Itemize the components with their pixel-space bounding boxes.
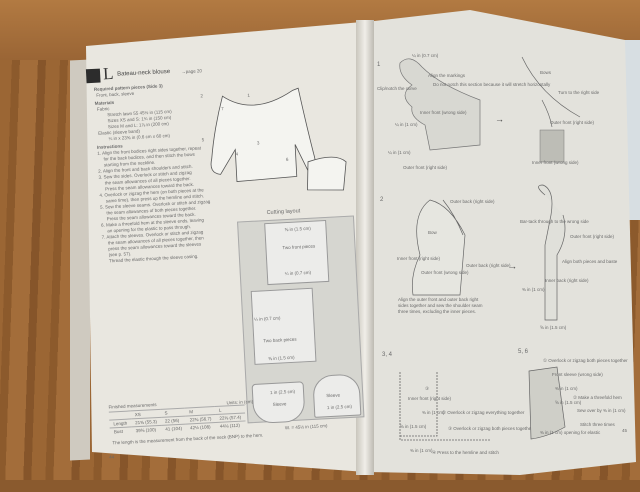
diagram-label: Outer front (right side) bbox=[403, 165, 448, 170]
step1b-diagram bbox=[521, 56, 581, 163]
step34-diagram bbox=[399, 372, 490, 441]
callout-number: 7 bbox=[220, 106, 224, 112]
step-number: 1 bbox=[377, 62, 381, 68]
table-cell: 39⅜ (100) bbox=[131, 425, 162, 435]
layout-label: Sleeve bbox=[272, 401, 287, 407]
diagram-label: ② Make a threefold hem bbox=[573, 395, 622, 400]
fabric-width-label: W. = 45½ in (115 cm) bbox=[284, 423, 328, 431]
right-page-number: 45 bbox=[622, 428, 628, 433]
diagram-label: ⅝ in (1.5 cm) bbox=[400, 424, 427, 429]
arrow-icon: → bbox=[495, 114, 504, 124]
diagram-label: Outer front (right side) bbox=[550, 120, 595, 125]
measurements-footnote: The length is the measurement from the b… bbox=[112, 432, 264, 446]
callout-number: 2 bbox=[200, 93, 204, 99]
diagram-label: Clip/notch the curve bbox=[377, 86, 417, 91]
diagram-label: ⅜ in (1 cm) bbox=[522, 287, 545, 292]
diagram-label: Inner back (right side) bbox=[545, 278, 589, 283]
diagram-label: Do not notch this section because it wil… bbox=[433, 82, 551, 87]
diagram-label: Sew over by ⅜ in (1 cm) bbox=[577, 408, 626, 413]
diagram-label: Turn to the right side bbox=[558, 90, 600, 95]
diagram-label: ③ bbox=[425, 386, 430, 391]
arrow-icon: → bbox=[508, 261, 517, 271]
diagram-label: Stitch three times bbox=[580, 422, 615, 427]
diagram-label: Bar-tack through to the wrong side bbox=[520, 219, 589, 224]
step-number: 3, 4 bbox=[382, 352, 393, 358]
diagram-label: Outer front (wrong side) bbox=[421, 270, 469, 275]
callout-number: 1 bbox=[247, 92, 251, 98]
table-cell: 41 (104) bbox=[161, 424, 187, 433]
diagram-label: Bow bbox=[428, 230, 437, 235]
diagram-label: ¼ in (1 cm) bbox=[395, 122, 418, 127]
table-cell: 42½ (108) bbox=[185, 422, 216, 432]
diagram-label: Outer back (right side) bbox=[450, 199, 495, 204]
diagram-label: ⅝ in (1.5 cm) bbox=[555, 400, 582, 405]
required-pieces: Front, back, sleeve bbox=[96, 90, 135, 98]
diagram-label: ¼ in (1 cm) bbox=[388, 150, 411, 155]
caption-line: sides together and sew the shoulder seam bbox=[398, 303, 483, 308]
table-cell: Bust bbox=[109, 426, 132, 436]
left-page-number: 44 bbox=[109, 454, 115, 460]
caption-line: three times, excluding the inner pieces. bbox=[398, 309, 477, 314]
callout-number: 4 bbox=[235, 151, 239, 157]
table-cell: 44⅛ (112) bbox=[215, 420, 246, 430]
diagram-label: Bows bbox=[540, 70, 552, 75]
step-number: 5, 6 bbox=[518, 349, 529, 355]
step-number: 2 bbox=[380, 197, 384, 203]
blouse-illustration bbox=[210, 87, 347, 191]
diagram-label: ③ Overlock or zigzag both pieces togethe… bbox=[448, 426, 533, 431]
caption-line: Align the outer front and outer back rig… bbox=[398, 297, 479, 302]
diagram-label: ① Overlock or zigzag both pieces togethe… bbox=[543, 358, 628, 363]
back-pattern-piece bbox=[250, 287, 317, 365]
diagram-label: ② Overlock or zigzag everything together bbox=[442, 410, 525, 415]
diagram-label: ⅜ in (1 cm) opening for elastic bbox=[540, 430, 601, 435]
callout-number: 5 bbox=[201, 137, 205, 143]
diagram-label: ¼ in (0.7 cm) bbox=[412, 53, 439, 58]
diagram-label: Align the markings bbox=[428, 73, 466, 78]
callout-number: 3 bbox=[256, 140, 260, 146]
diagram-label: Inner front (right side) bbox=[408, 396, 452, 401]
cutting-layout-title: Cutting layout bbox=[266, 208, 301, 217]
page-ref: →page 20 bbox=[181, 68, 203, 75]
diagram-label: Inner front (right side) bbox=[397, 256, 441, 261]
diagram-label: ④ Press to the hemline and stitch bbox=[432, 450, 499, 455]
diagram-label: ⅜ in (1 cm) bbox=[410, 448, 433, 453]
diagram-label: Inner front (wrong side) bbox=[532, 160, 579, 165]
step56-diagram bbox=[528, 366, 566, 440]
diagram-label: ⅜ in (1 cm) bbox=[555, 386, 578, 391]
diagram-label: ⅜ in (1 cm) bbox=[422, 410, 445, 415]
step1-diagram bbox=[399, 58, 481, 151]
page-title: Bateau-neck blouse bbox=[117, 68, 171, 78]
diagram-label: Align both pieces and baste bbox=[562, 259, 618, 264]
diagram-label: Front sleeve (wrong side) bbox=[552, 372, 603, 377]
pattern-letter: L bbox=[102, 63, 115, 84]
diagram-label: Outer back (right side) bbox=[466, 263, 511, 268]
step2b-diagram bbox=[538, 184, 566, 321]
diagram-label: ⅝ in (1.5 cm) bbox=[540, 325, 567, 330]
diagram-label: Outer front (right side) bbox=[570, 234, 615, 239]
callout-number: 6 bbox=[285, 156, 289, 162]
section-marker bbox=[85, 68, 101, 84]
layout-label: Sleeve bbox=[326, 392, 341, 399]
step2-diagram bbox=[411, 199, 466, 296]
diagram-label: Inner front (wrong side) bbox=[420, 110, 467, 115]
